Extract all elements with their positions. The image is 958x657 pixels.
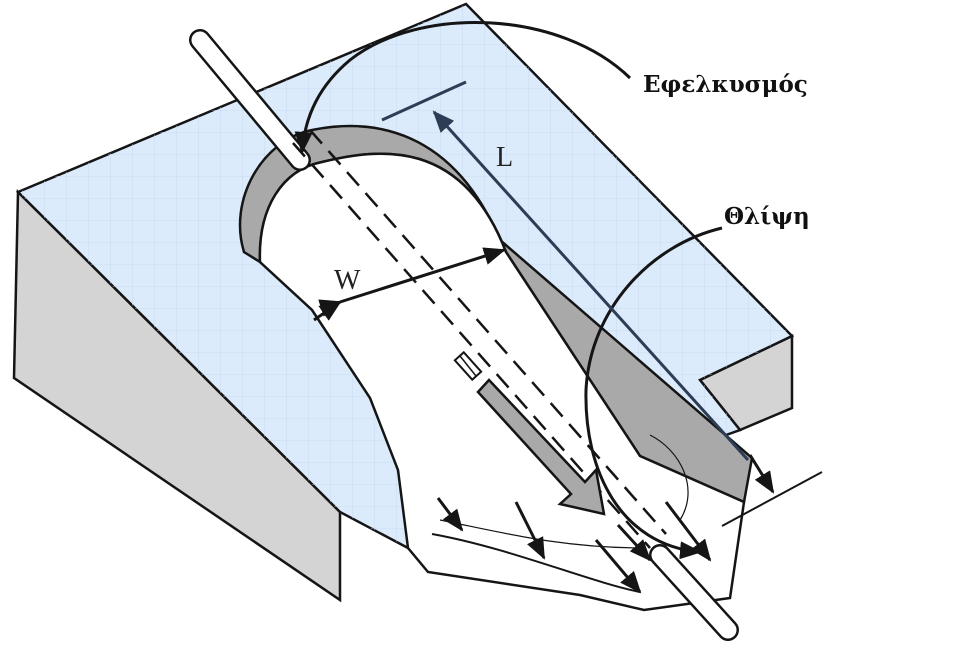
pressure-arrow <box>514 501 546 560</box>
pressure-arrow <box>594 539 642 594</box>
inner-contour-line <box>649 434 689 521</box>
compression-arc <box>584 226 723 560</box>
tension-arc <box>294 21 632 154</box>
pressure-arrow <box>664 501 712 562</box>
width-label: W <box>334 265 361 296</box>
pressure-arrows <box>436 497 712 594</box>
anchor-bar <box>189 29 739 641</box>
pullout-force-arrow <box>476 378 606 516</box>
pressure-arrow <box>436 497 464 532</box>
pressure-arrow <box>616 523 652 562</box>
side-arrow <box>748 454 775 494</box>
length-label: L <box>496 142 513 173</box>
tension-label: Εφελκυσμός <box>643 71 808 98</box>
side-reference-line <box>721 471 823 527</box>
compression-label: Θλίψη <box>724 203 810 230</box>
anchor-coupler-icon <box>453 350 483 382</box>
width-dimension <box>313 247 506 322</box>
length-dimension <box>381 80 750 462</box>
